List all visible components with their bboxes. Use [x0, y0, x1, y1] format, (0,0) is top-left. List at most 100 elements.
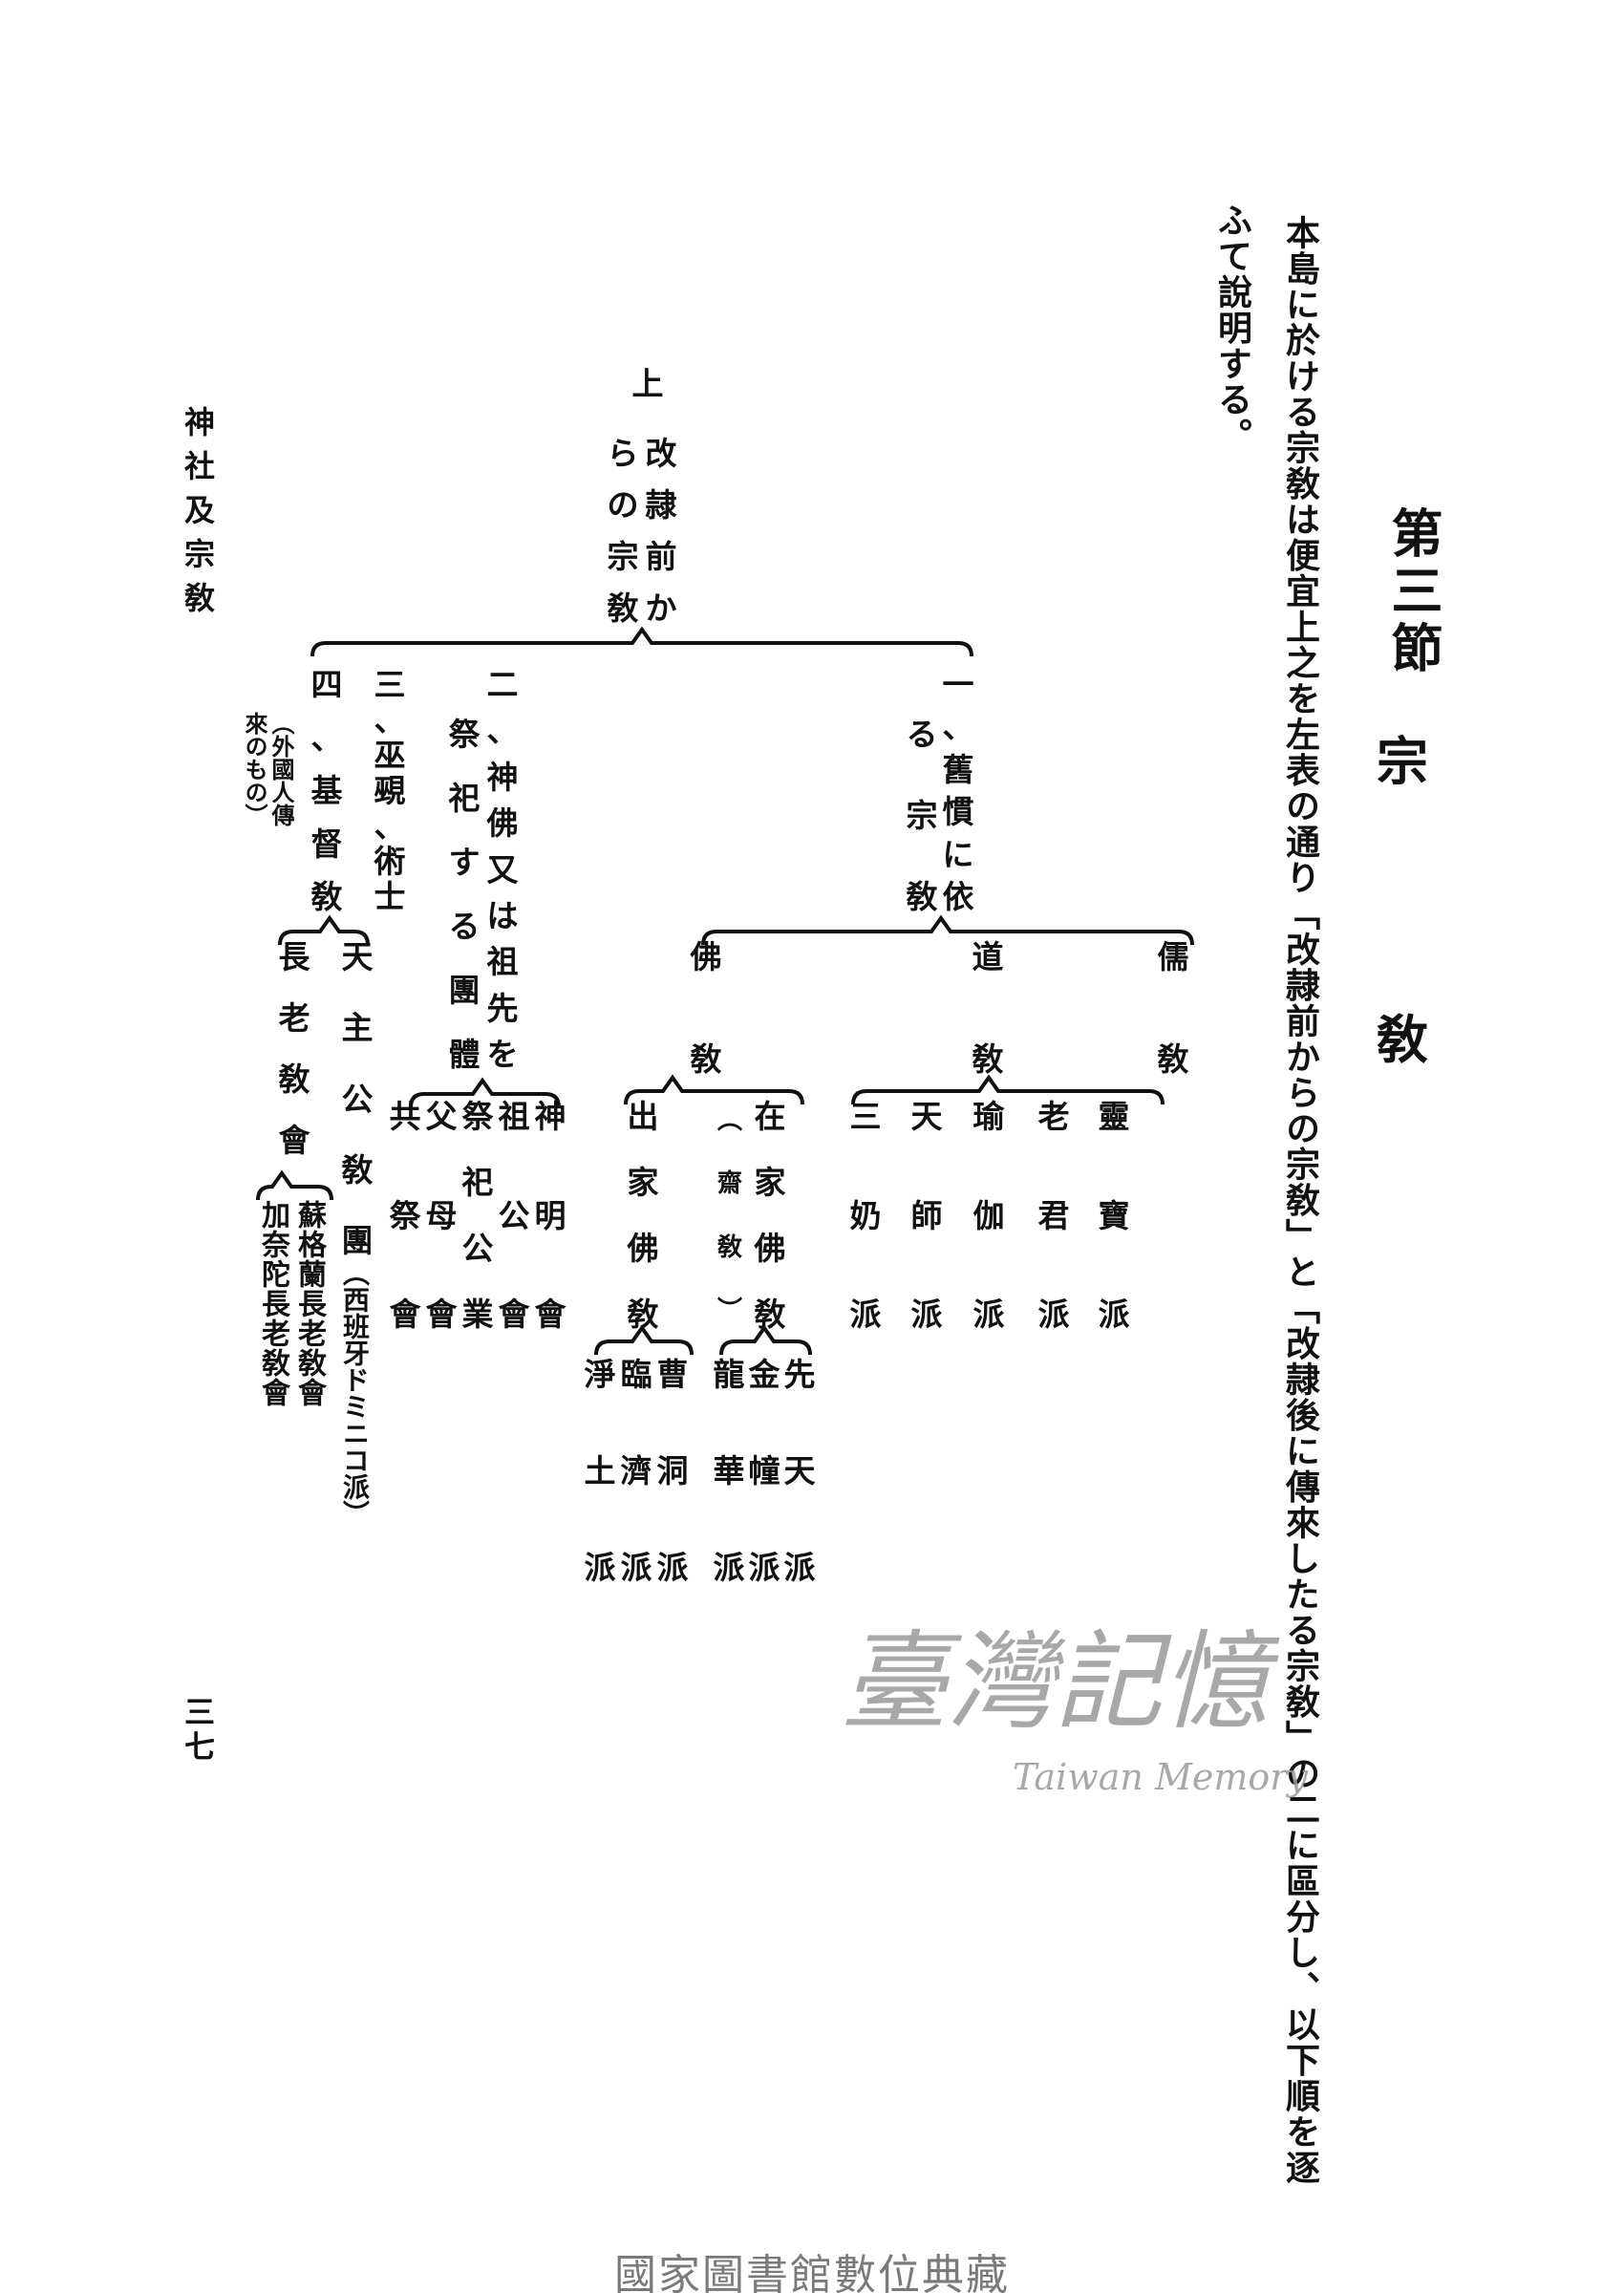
char: 臨	[620, 1356, 652, 1393]
lay-sect: 先天派	[782, 1359, 817, 1583]
char: 祀	[461, 1164, 494, 1201]
taoism-sect: 瑜伽派	[970, 1101, 1008, 1330]
char: 家	[627, 1164, 659, 1201]
watermark-english: Taiwan Memory	[1013, 1756, 1308, 1798]
char: 三	[849, 1098, 882, 1135]
taoism-sect: 三奶派	[846, 1101, 885, 1330]
char: 佛	[627, 1230, 659, 1267]
char: 濟	[620, 1452, 652, 1489]
branch-two-col-1: 二、神佛又は祖先を	[483, 669, 522, 1070]
taoism-sect: 老君派	[1035, 1101, 1073, 1330]
body-text-line-1: 本島に於ける宗敎は便宜上之を左表の通り「改隷前からの宗敎」と「改隷後に傳來したる…	[1280, 215, 1320, 2186]
section-title: 宗敎	[1376, 736, 1429, 1065]
branch-four-note: （外國人傳來のもの）	[241, 712, 295, 826]
char: 祭	[461, 1098, 494, 1135]
confucianism-label: 儒敎	[1154, 941, 1192, 1075]
char: 明	[534, 1196, 566, 1234]
char: 敎	[627, 1296, 659, 1333]
char: 敎	[754, 1296, 786, 1333]
char: 舊	[942, 750, 974, 788]
char: 公	[498, 1196, 530, 1234]
char: 派	[1037, 1296, 1070, 1333]
taoism-sect: 靈寶派	[1095, 1101, 1133, 1330]
char: 齋	[716, 1169, 742, 1199]
char: 奶	[849, 1196, 882, 1234]
char: 敎	[607, 589, 639, 627]
char: 曹	[656, 1356, 689, 1393]
char: 派	[783, 1549, 816, 1586]
char: 儒	[1157, 938, 1189, 975]
char: 業	[461, 1296, 494, 1333]
association: 共祭會	[388, 1101, 422, 1330]
buddhism-label: 佛敎	[687, 941, 725, 1075]
char: 上	[631, 365, 664, 402]
char: 佛	[690, 938, 722, 975]
char: 三	[374, 666, 406, 703]
char: 會	[425, 1296, 458, 1333]
char: に	[942, 835, 974, 873]
char: 派	[910, 1296, 943, 1333]
char: 母	[425, 1196, 458, 1234]
char: 派	[1098, 1296, 1130, 1333]
lay-sect: 龍華派	[712, 1359, 746, 1583]
char: 術	[374, 843, 406, 880]
char: 基	[310, 772, 343, 809]
char: 神	[486, 758, 519, 796]
char: 佛	[486, 804, 519, 843]
association: 祖公會	[497, 1101, 531, 1330]
char: 敎	[906, 878, 938, 915]
taoism-sect: 天師派	[908, 1101, 946, 1330]
branch-three: 三、巫覡、術士	[371, 669, 409, 912]
char: 團	[341, 1222, 374, 1259]
char: 家	[754, 1164, 786, 1201]
running-header: 神社及宗敎	[180, 406, 216, 626]
char: 祀	[448, 780, 481, 817]
char: 前	[645, 538, 677, 575]
association: 祭祀公業	[460, 1101, 495, 1330]
char: 派	[748, 1549, 780, 1586]
brace	[278, 914, 370, 946]
table-marker: 上	[629, 368, 667, 402]
monastic-sect: 淨土派	[583, 1359, 617, 1583]
monastic-buddhism-label: 出家佛敎	[624, 1101, 662, 1330]
brace	[624, 1074, 804, 1105]
char: 主	[341, 1009, 374, 1047]
char: 團	[448, 972, 481, 1009]
char: 老	[278, 999, 310, 1037]
branch-one-col-2: る宗敎	[903, 718, 941, 912]
char: ら	[607, 435, 639, 472]
char: 慣	[942, 793, 974, 831]
char: 改	[645, 435, 677, 472]
root-label-col-2: らの宗敎	[604, 438, 642, 624]
taoism-label: 道敎	[969, 941, 1007, 1075]
char: ︶	[716, 1296, 742, 1325]
char: 師	[910, 1196, 943, 1234]
char: 洞	[656, 1452, 689, 1489]
char: の	[607, 486, 639, 524]
char: 敎	[278, 1061, 310, 1098]
brace	[701, 914, 1194, 946]
char: 宗	[1377, 731, 1428, 792]
char: 、	[942, 708, 974, 746]
brace	[719, 1324, 812, 1356]
char: 宗	[607, 538, 639, 575]
char: 、	[486, 712, 519, 750]
char: 道	[972, 938, 1004, 975]
char: 龍	[713, 1356, 745, 1393]
char: 派	[656, 1549, 689, 1586]
presbyterian-label: 長老敎會	[275, 941, 313, 1156]
char: 士	[374, 878, 406, 915]
char: 父	[425, 1098, 458, 1135]
char: 又	[486, 850, 519, 889]
brace	[594, 1324, 694, 1356]
char: 先	[783, 1356, 816, 1393]
char: 淨	[584, 1356, 616, 1393]
char: 祭	[389, 1196, 421, 1234]
association: 父母會	[424, 1101, 459, 1330]
char: 、	[374, 807, 406, 845]
char: 出	[627, 1098, 659, 1135]
char: 派	[584, 1549, 616, 1586]
char: 寶	[1098, 1196, 1130, 1234]
